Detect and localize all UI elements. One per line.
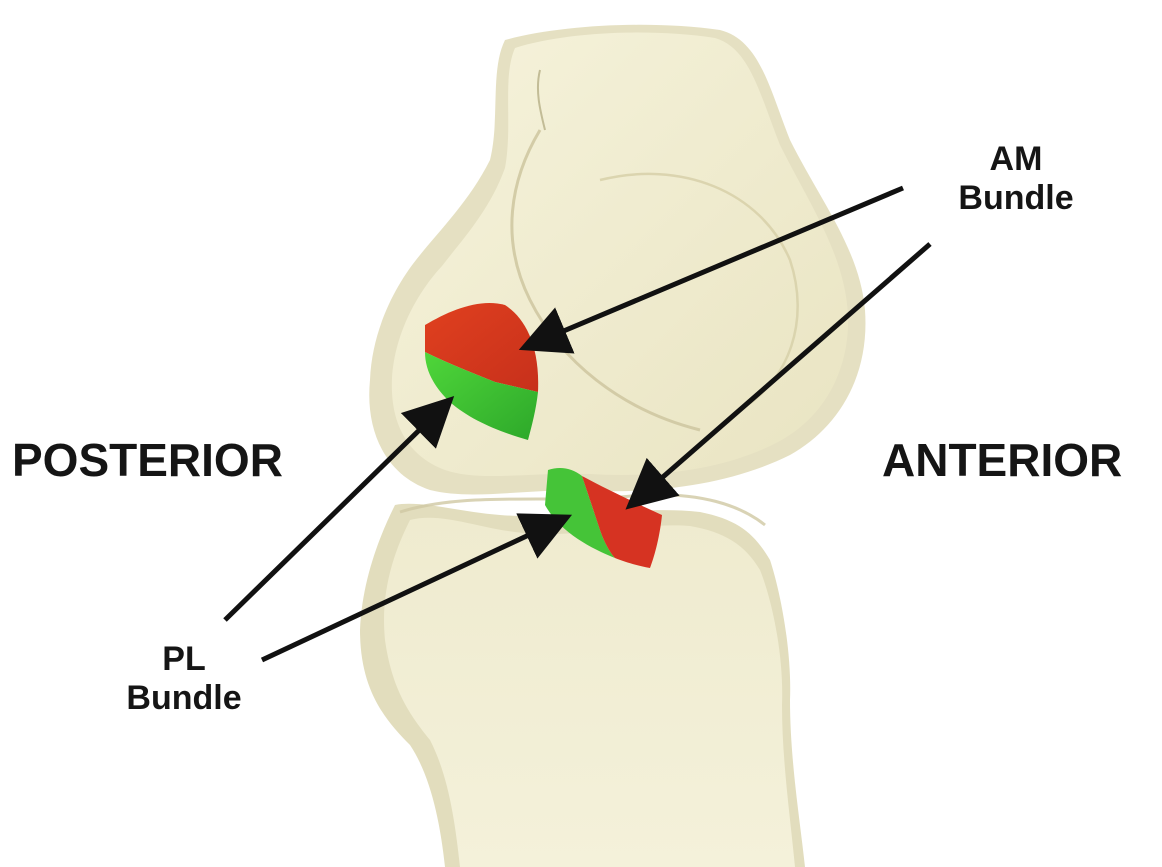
pl-bundle-label-line1: PL <box>112 640 256 679</box>
posterior-label: POSTERIOR <box>12 434 283 487</box>
am-bundle-label: AM Bundle <box>944 140 1088 218</box>
am-bundle-label-line2: Bundle <box>944 179 1088 218</box>
anterior-label: ANTERIOR <box>882 434 1122 487</box>
am-bundle-label-line1: AM <box>944 140 1088 179</box>
femur <box>369 25 865 495</box>
tibia <box>360 495 805 867</box>
pl-bundle-label: PL Bundle <box>112 640 256 718</box>
pl-bundle-label-line2: Bundle <box>112 679 256 718</box>
